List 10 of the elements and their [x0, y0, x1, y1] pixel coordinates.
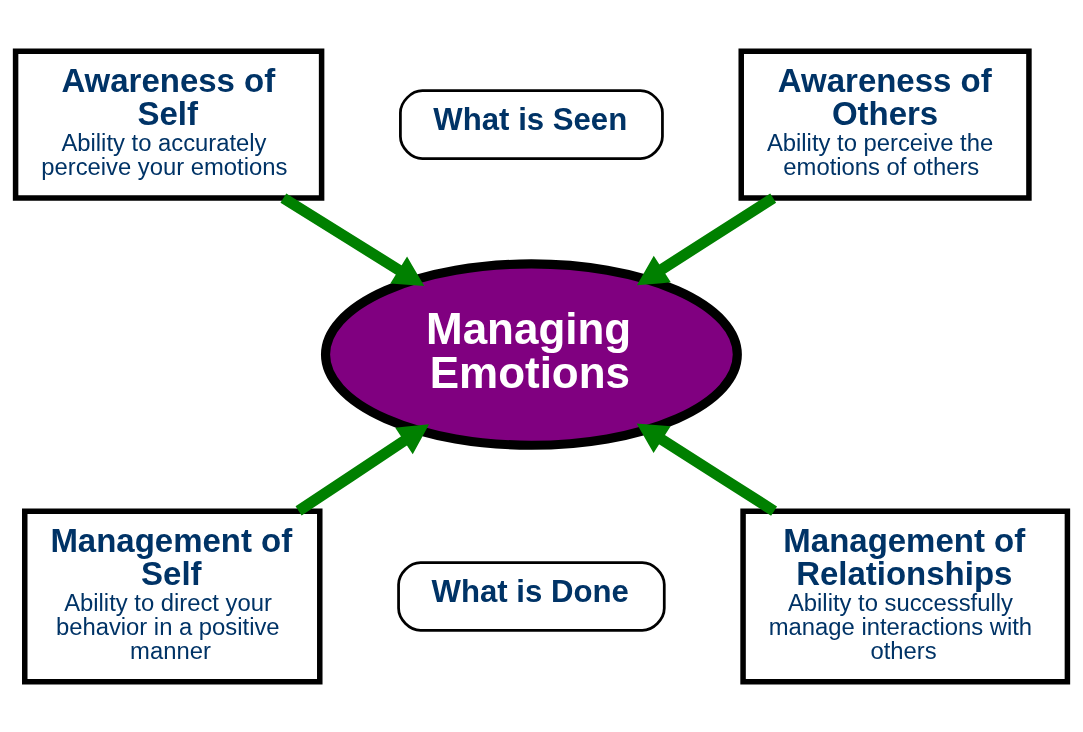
node-box: Awareness of Self Ability to accurately perceive your emotions — [12, 48, 325, 201]
arrow — [636, 423, 778, 516]
arrow — [636, 192, 777, 285]
node-box: Management of Self Ability to direct your behavior in a positive manner — [22, 508, 323, 684]
arrow — [280, 192, 425, 286]
node-box: Awareness of Others Ability to perceive the emotions of others — [738, 48, 1032, 201]
node-box: What is Seen — [399, 88, 664, 160]
node-box: Management of Relationships Ability to successfully manage interactions with others — [740, 508, 1071, 684]
arrow — [295, 423, 430, 515]
node-box: What is Done — [397, 560, 666, 632]
